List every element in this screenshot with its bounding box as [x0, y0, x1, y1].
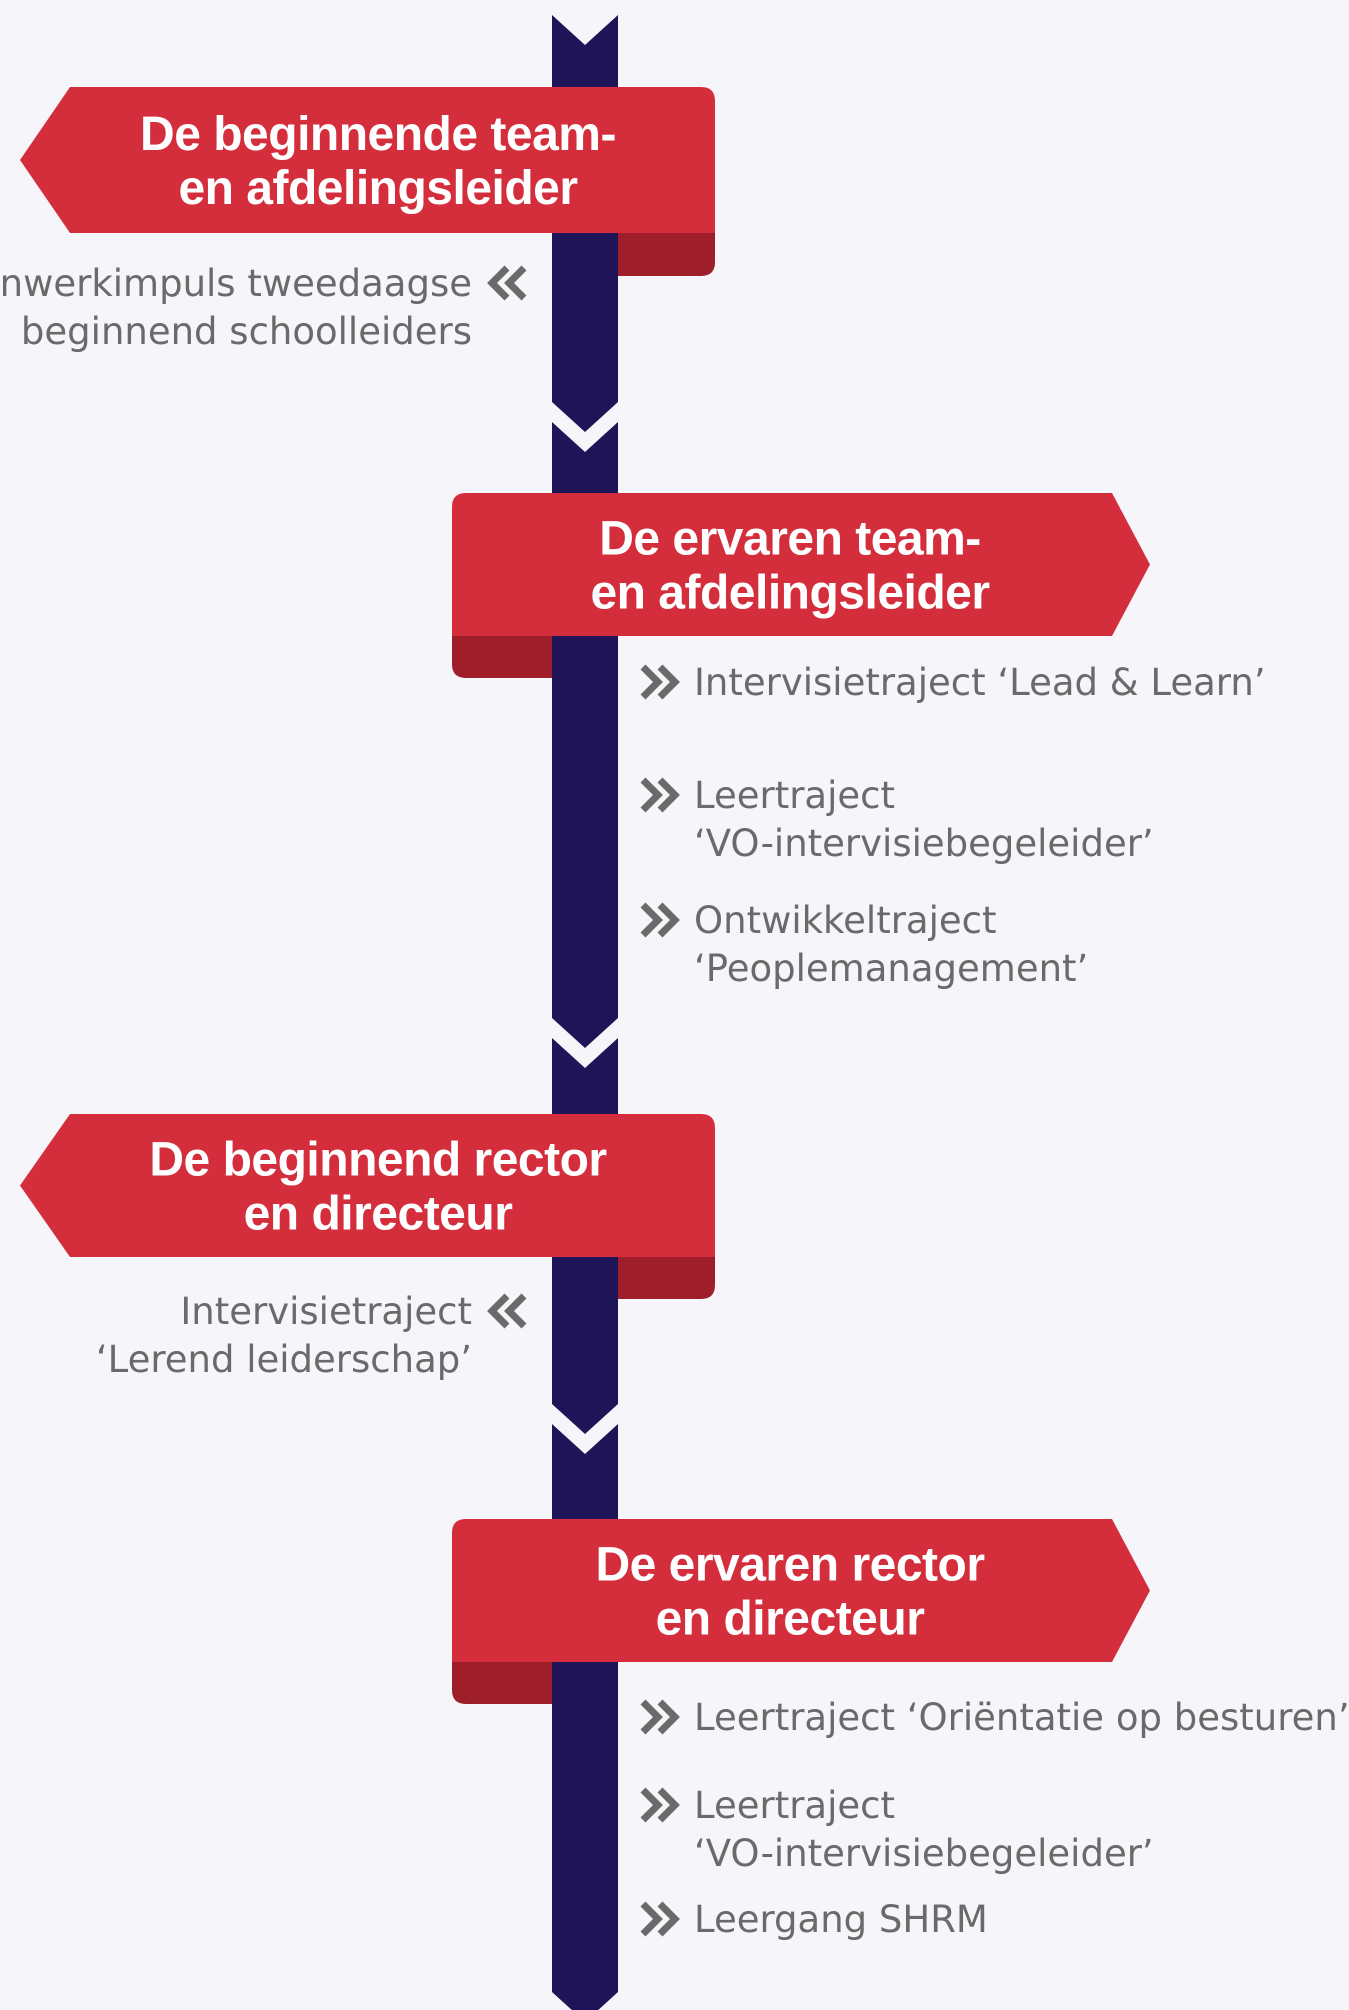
double-chevron-right-icon	[640, 902, 680, 938]
programme-item-text: ‘VO-intervisiebegeleider’	[694, 1832, 1154, 1875]
programme-item-text: beginnend schoolleiders	[21, 310, 472, 353]
double-chevron-left-icon	[487, 1293, 527, 1329]
stage-title: De ervaren rector	[595, 1539, 984, 1592]
programme-item-text: Intervisietraject ‘Lead & Learn’	[694, 661, 1266, 704]
stage-title: en directeur	[656, 1593, 925, 1646]
double-chevron-right-icon	[640, 1787, 680, 1823]
stage-title: en directeur	[244, 1188, 513, 1241]
programme-item-text: Inwerkimpuls tweedaagse	[0, 262, 472, 305]
stage-title: en afdelingsleider	[590, 567, 989, 620]
stage-title: De beginnend rector	[149, 1134, 606, 1187]
programme-items: Inwerkimpuls tweedaagse beginnend schooll…	[0, 262, 1349, 1941]
timeline-spine	[552, 15, 618, 2010]
spine-segment-4	[552, 1424, 618, 2010]
stage-banners: De beginnende team-en afdelingsleiderDe …	[20, 87, 1150, 1704]
double-chevron-right-icon	[640, 1699, 680, 1735]
programme-item: Leertraject ‘Oriëntatie op besturen’	[640, 1696, 1349, 1739]
programme-item-text: ‘Peoplemanagement’	[694, 947, 1088, 990]
programme-item-text: ‘VO-intervisiebegeleider’	[694, 822, 1154, 865]
stage-banner-1: De beginnende team-en afdelingsleider	[20, 87, 715, 276]
programme-item-text: ‘Lerend leiderschap’	[96, 1338, 472, 1381]
programme-item: Intervisietraject ‘Lead & Learn’	[640, 661, 1266, 704]
banner-body	[20, 87, 715, 233]
programme-item-text: Leertraject	[694, 1784, 895, 1827]
banner-body	[452, 1519, 1150, 1662]
double-chevron-right-icon	[640, 777, 680, 813]
double-chevron-right-icon	[640, 1901, 680, 1937]
stage-title: De beginnende team-	[140, 108, 616, 161]
programme-item: Leertraject ‘VO-intervisiebegeleider’	[640, 774, 1154, 865]
double-chevron-right-icon	[640, 664, 680, 700]
double-chevron-left-icon	[487, 265, 527, 301]
programme-item-text: Intervisietraject	[180, 1290, 472, 1333]
stage-banner-2: De ervaren team-en afdelingsleider	[452, 493, 1150, 678]
banner-body	[452, 493, 1150, 636]
programme-item-text: Leergang SHRM	[694, 1898, 988, 1941]
banner-body	[20, 1114, 715, 1257]
programme-item: Intervisietraject ‘Lerend leiderschap’	[96, 1290, 527, 1381]
programme-item-text: Ontwikkeltraject	[694, 899, 997, 942]
programme-item-text: Leertraject ‘Oriëntatie op besturen’	[694, 1696, 1349, 1739]
programme-item: Inwerkimpuls tweedaagse beginnend schooll…	[0, 262, 527, 353]
programme-item-text: Leertraject	[694, 774, 895, 817]
programme-item: Leertraject ‘VO-intervisiebegeleider’	[640, 1784, 1154, 1875]
stage-title: en afdelingsleider	[178, 162, 577, 215]
programme-item: Leergang SHRM	[640, 1898, 988, 1941]
stage-title: De ervaren team-	[599, 513, 981, 566]
programme-item: Ontwikkeltraject ‘Peoplemanagement’	[640, 899, 1088, 990]
